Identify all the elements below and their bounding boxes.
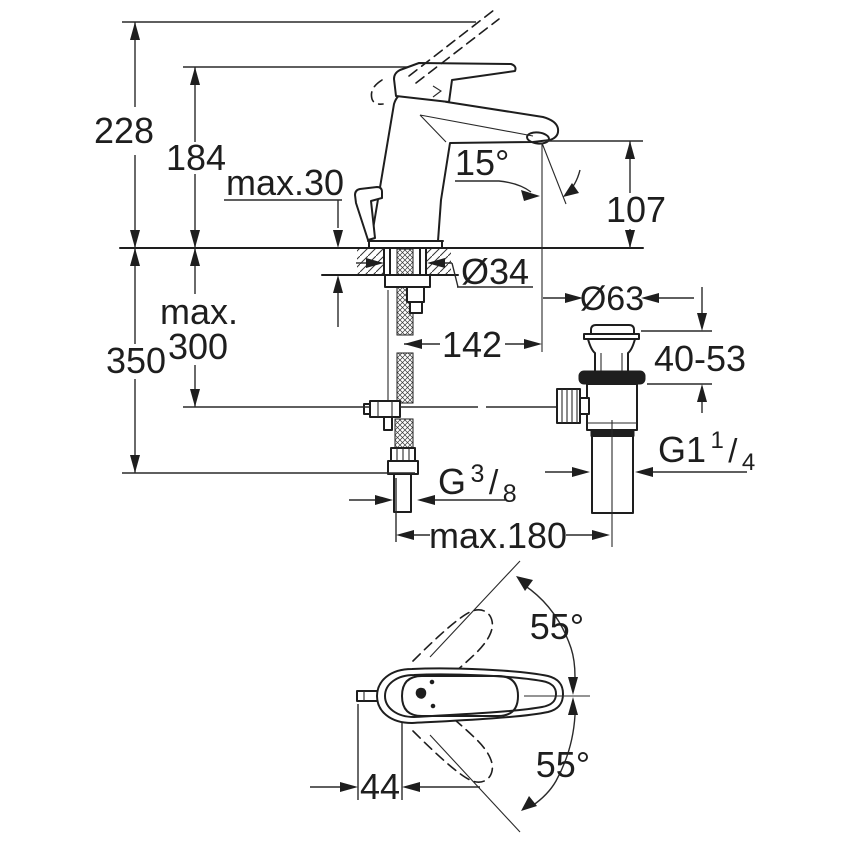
mounting-shank-assembly [363,247,557,513]
handle-phantom-lower [412,704,494,783]
dimension-g1-quarter: G1 1 / 4 [545,427,755,477]
waste-flange-rim [583,333,640,340]
dimension-44: 44 [310,704,480,807]
dimension-max180: max.180 [395,478,610,556]
supply-hose-upper [396,352,414,404]
handle-top-view [356,560,590,833]
rod-guide-block [406,286,425,303]
hose-connector-tube [393,473,412,513]
label-swing-angle-lower: 55° [536,744,590,785]
label-spout-angle: 15° [455,142,509,183]
dimension-max30: max.30 [224,162,344,327]
label-rod-length-1: max. [160,291,238,332]
label-deck-thickness: max.30 [226,162,344,203]
dimension-15deg: 15° [455,142,581,352]
dimension-40-53: 40-53 [641,287,746,413]
waste-gasket [578,370,646,385]
handle-lever [393,62,517,103]
faucet-body [354,9,560,248]
dimension-d34: Ø34 [356,251,533,292]
dimension-228: 228 [94,22,154,248]
dimension-184: 184 [166,67,226,248]
handle-logo-mark [415,687,427,699]
dimension-142: 142 [404,324,542,365]
waste-lever-knob [556,388,581,424]
dimension-g-three-eighth: G 3 / 8 [349,460,517,508]
dimension-55deg-lower: 55° [521,697,590,811]
label-rod-length-2: 300 [168,326,228,367]
dimension-d63: Ø63 [543,280,694,318]
handle-phantom-upper [412,609,494,688]
supply-hose-lower [394,418,414,449]
dimension-55deg-upper: 55° [516,576,584,695]
reference-lines [119,21,644,276]
label-spout-outlet-height: 107 [606,189,666,230]
label-waste-thread: G1 1 / 4 [658,427,755,476]
dimension-350: 350 [106,248,415,474]
pop-up-plug [590,324,635,335]
label-rod-horizontal-reach: max.180 [429,515,567,556]
label-swing-angle-upper: 55° [530,606,584,647]
label-waste-flange-diameter: Ø63 [580,280,644,318]
hose-nut [387,460,419,475]
label-spout-reach: 142 [442,324,502,365]
label-clamping-range: 40-53 [654,338,746,379]
handle-raised-phantom [370,9,500,105]
label-handle-width: 44 [360,766,400,807]
waste-valve-assembly [556,324,646,547]
mounting-locknut [384,274,431,288]
dimension-107: 107 [545,140,666,248]
label-hose-length: 350 [106,340,166,381]
rod-tee-connector [369,400,401,418]
label-shank-diameter: Ø34 [461,251,529,292]
label-height-handle: 184 [166,137,226,178]
aerator [526,131,550,145]
label-supply-thread: G 3 / 8 [438,460,517,508]
pull-rod-knob [354,186,383,241]
label-height-total: 228 [94,110,154,151]
dimension-max300: max. 300 [160,248,370,408]
